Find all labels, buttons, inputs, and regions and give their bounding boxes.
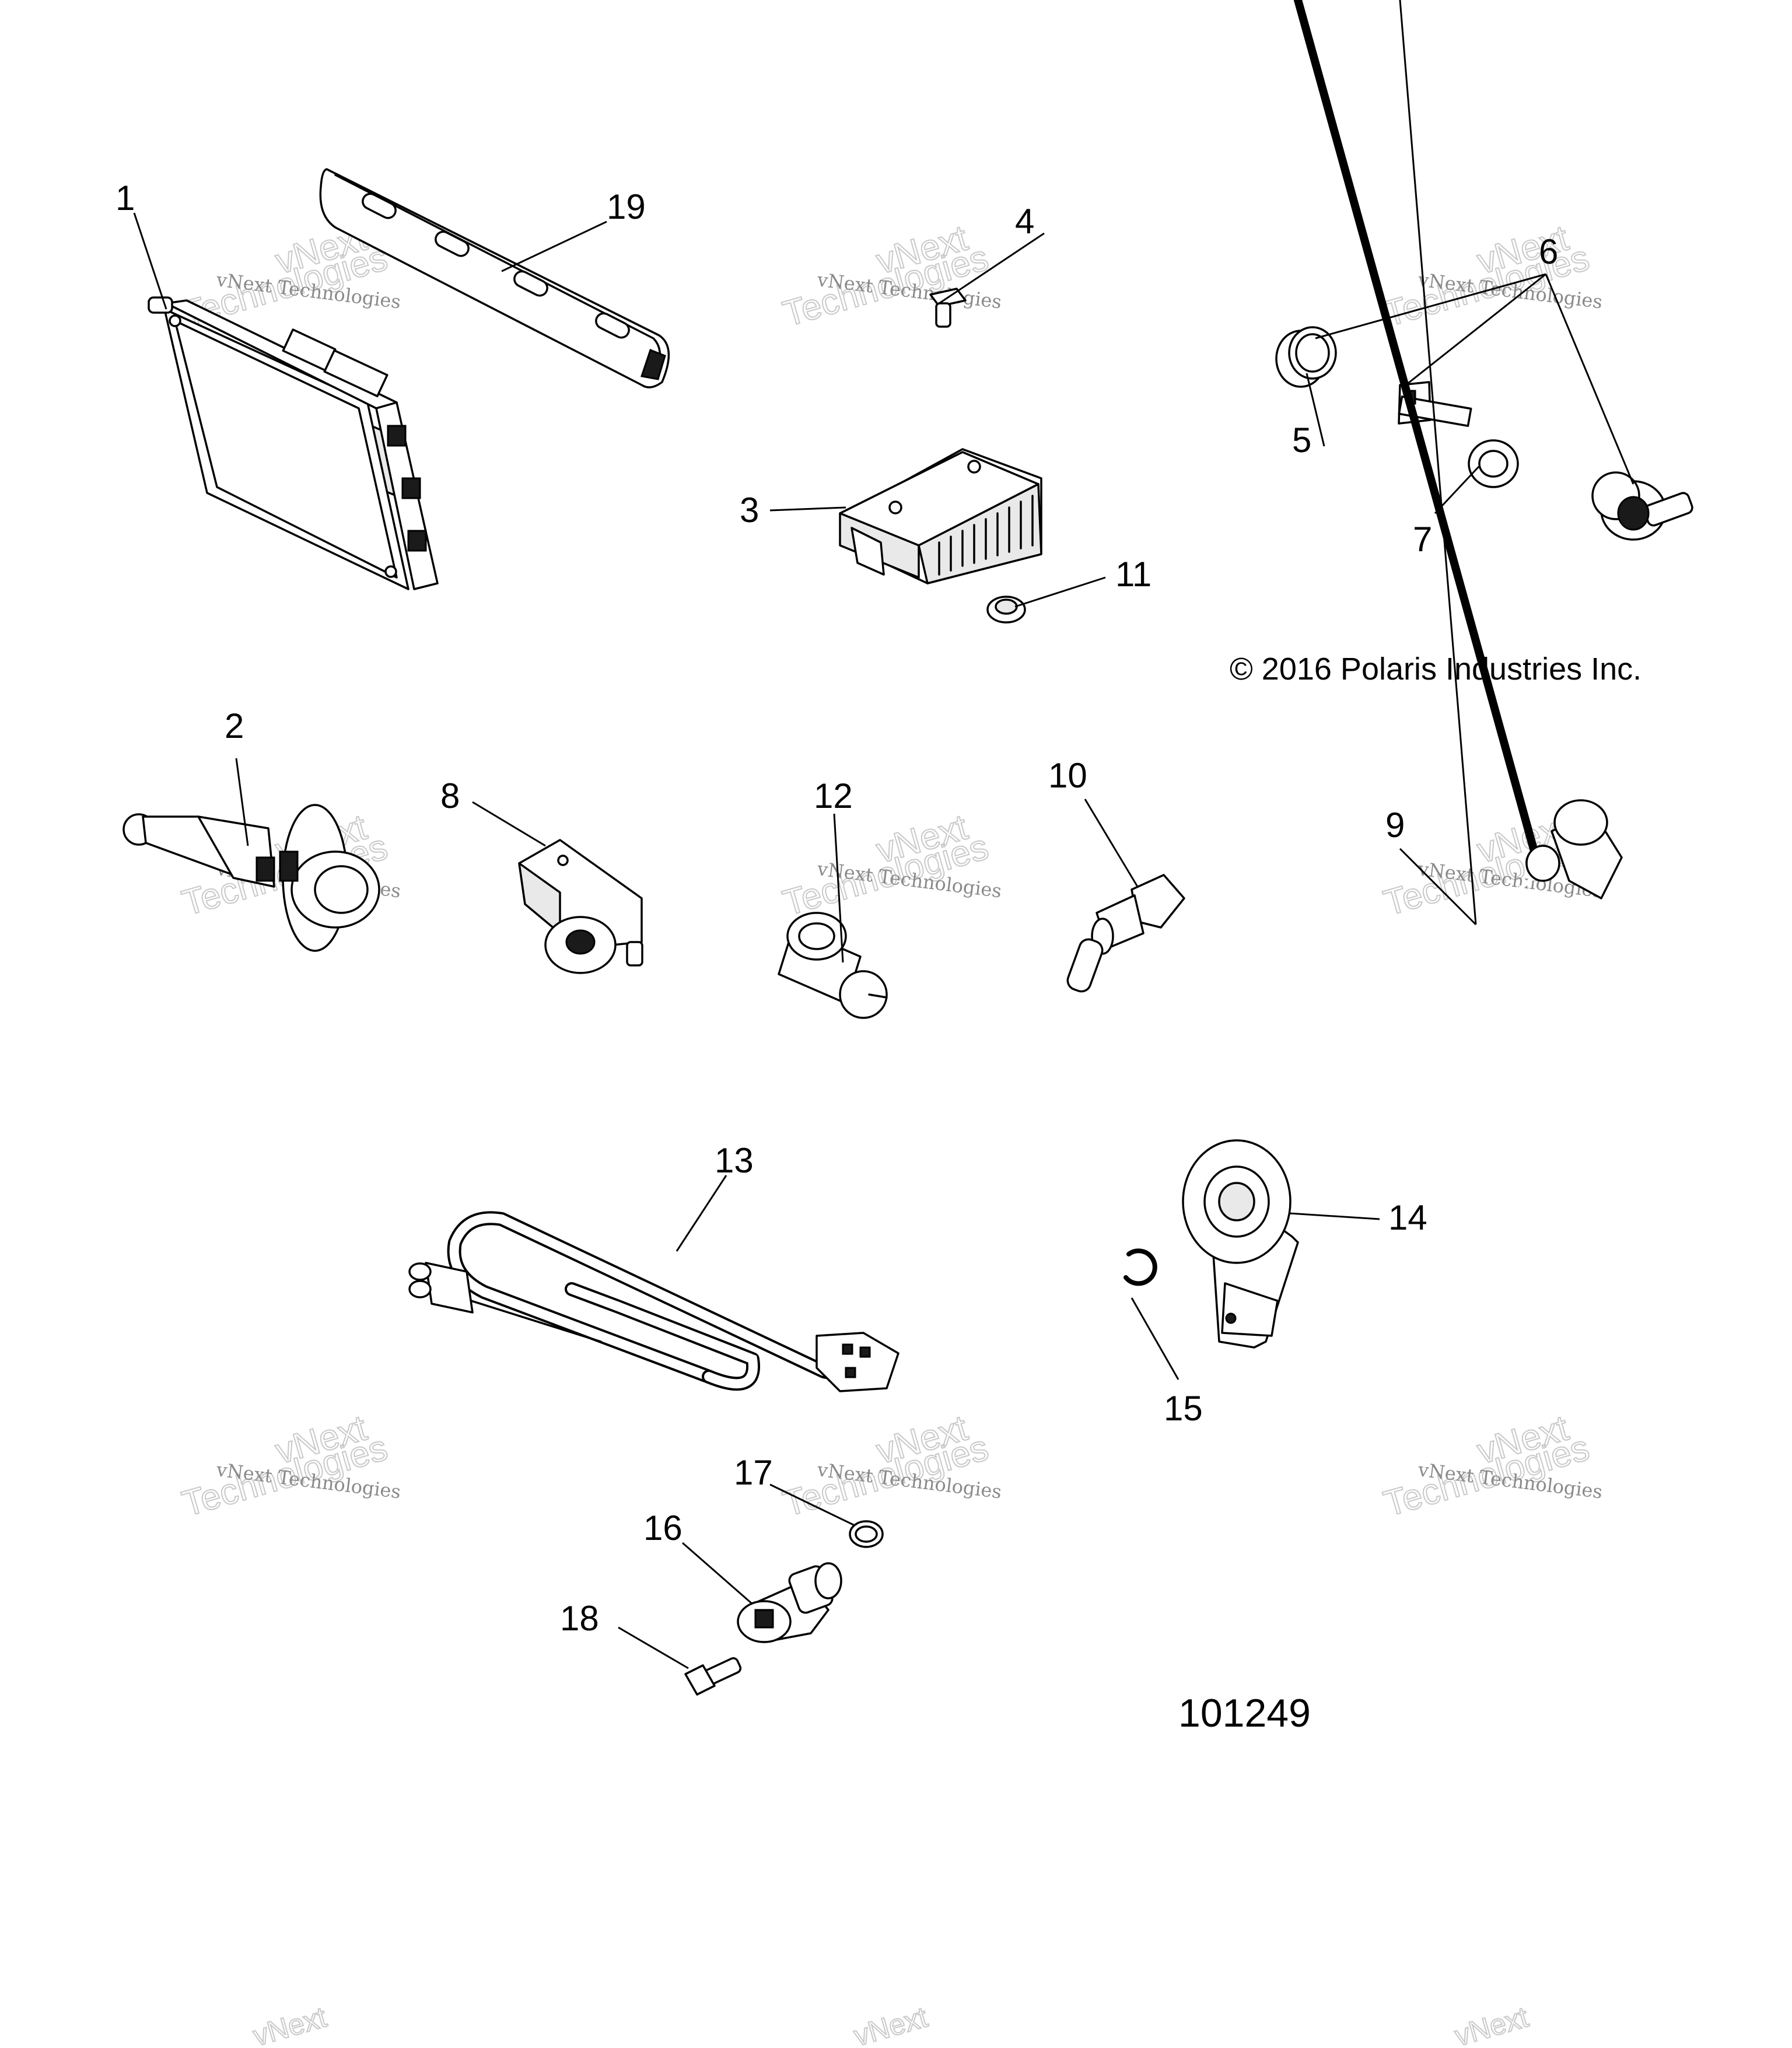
watermark-2: vNext Technologies vNext Technologies (778, 217, 1003, 335)
leader-lines (133, 0, 1634, 1669)
watermark-edge-2: vNext (850, 2000, 931, 2048)
callout-9: 9 (1385, 806, 1405, 845)
part-8-map-sensor (518, 839, 643, 974)
part-14-knock-sensor (1182, 1139, 1299, 1349)
callout-17: 17 (734, 1453, 773, 1492)
callout-14: 14 (1388, 1198, 1427, 1237)
callout-15: 15 (1164, 1389, 1203, 1428)
part-11-grommet (986, 596, 1026, 624)
watermark-5: vNext Technologies vNext Technologies (778, 806, 1003, 924)
copyright-notice: © 2016 Polaris Industries Inc. (1230, 652, 1642, 687)
part-2-sensor (123, 804, 380, 952)
callout-11: 11 (1115, 555, 1152, 594)
part-7-nut (1468, 439, 1519, 488)
callout-18: 18 (560, 1599, 599, 1638)
callout-1: 1 (116, 178, 135, 218)
watermark-edge-3: vNext (1451, 2000, 1532, 2048)
part-13-harness (408, 1211, 900, 1392)
part-18-bolt (684, 1657, 742, 1696)
callout-3: 3 (740, 491, 759, 530)
callout-13: 13 (715, 1141, 754, 1180)
part-9-o2-sensor (1294, 0, 1623, 1076)
part-17-o-ring (849, 1520, 884, 1548)
callout-10: 10 (1048, 756, 1087, 795)
part-19-bracket (319, 168, 670, 388)
part-16-elbow-sensor (737, 1562, 842, 1643)
part-15-clip (1124, 1248, 1157, 1286)
callout-4: 4 (1015, 202, 1034, 241)
drawing-number: 101249 (1178, 1691, 1311, 1735)
callout-19: 19 (607, 187, 646, 226)
part-12-cylinder (778, 912, 888, 1019)
callout-2: 2 (225, 706, 244, 745)
watermark-8: vNext Technologies vNext Technologies (778, 1407, 1003, 1525)
callout-12: 12 (814, 776, 853, 815)
part-1-ecu (148, 296, 439, 590)
part-10-temp-sensor (1066, 874, 1185, 993)
callout-7: 7 (1413, 520, 1432, 559)
watermark-9: vNext Technologies vNext Technologies (1379, 1407, 1604, 1525)
callouts: 1 2 3 4 5 6 7 8 9 10 11 12 13 14 15 16 1… (116, 178, 1558, 1638)
part-6-sensor (1591, 471, 1693, 541)
callout-8: 8 (440, 776, 460, 815)
watermark-edge-1: vNext (250, 2000, 330, 2048)
part-5-cap (1275, 326, 1337, 388)
part-3-module (839, 448, 1042, 584)
callout-16: 16 (643, 1508, 682, 1548)
callout-6: 6 (1539, 232, 1558, 271)
callout-5: 5 (1292, 421, 1311, 460)
watermark-7: vNext Technologies vNext Technologies (177, 1407, 402, 1525)
